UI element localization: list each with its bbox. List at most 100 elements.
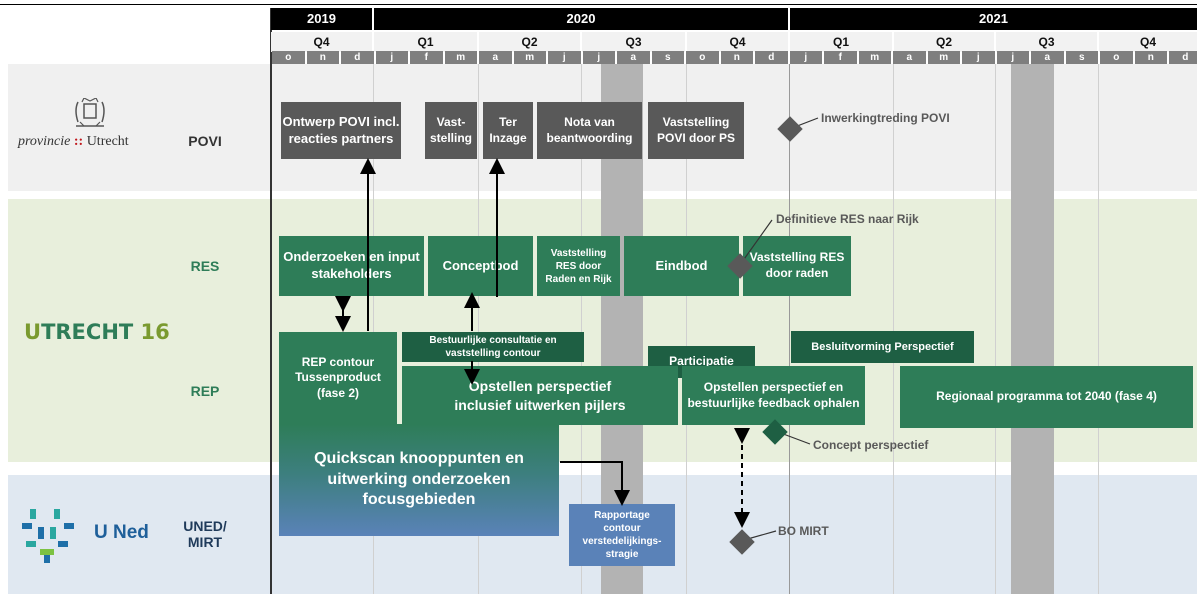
month-cell: m	[858, 51, 891, 64]
quarter-q4-2020: Q4	[687, 32, 788, 52]
uned-label-line2: MIRT	[187, 534, 223, 550]
res-onderzoeken-box-line: Onderzoeken en input	[283, 249, 420, 265]
quarter-q1-2021: Q1	[790, 32, 892, 52]
month-cell: f	[824, 51, 857, 64]
month-cell: n	[306, 51, 339, 64]
rep-opstellen-feedback-box-line: Opstellen perspectief en	[703, 379, 844, 394]
utrecht16-number: 16	[140, 320, 170, 344]
rep-row-label: REP	[190, 383, 220, 399]
utrecht16-logo: UTRECHT 16	[24, 320, 170, 344]
rep-contour-box-line: REP contour	[301, 354, 375, 369]
uned-quickscan-line: focusgebieden	[362, 491, 476, 509]
q1-2020-line	[373, 64, 374, 594]
month-cell: o	[272, 51, 305, 64]
month-cell: a	[1031, 51, 1064, 64]
povi-ter-inzage-box-line: Ter	[499, 114, 517, 129]
month-cell: m	[513, 51, 546, 64]
year-2020: 2020	[374, 8, 788, 30]
milestone-bo-mirt-label: BO MIRT	[778, 524, 829, 538]
month-cell: a	[479, 51, 512, 64]
povi-nota-box-line: beantwoording	[546, 130, 633, 145]
povi-vaststelling-box: Vast-stelling	[425, 102, 477, 159]
uned-rapportage-box-line: Rapportage	[594, 510, 650, 521]
month-cell: m	[444, 51, 477, 64]
month-cell: s	[651, 51, 684, 64]
res-conceptbod-box-line: Conceptbod	[442, 257, 519, 273]
uned-label-line1: UNED/	[183, 518, 227, 534]
month-cell: f	[410, 51, 443, 64]
povi-org-sep: ::	[73, 134, 84, 149]
month-cell: d	[341, 51, 374, 64]
povi-vaststelling-box-line: Vast-	[436, 114, 466, 129]
povi-ontwerp-box-line: reacties partners	[288, 130, 394, 146]
month-cell: s	[1065, 51, 1098, 64]
q1-2021-line	[789, 64, 790, 594]
povi-org-name2: Utrecht	[86, 134, 129, 149]
uned-quickscan-box: Quickscan knooppunten en uitwerking onder…	[279, 424, 559, 536]
rep-participatie-box-line: Participatie	[669, 354, 734, 369]
month-cell: n	[1134, 51, 1167, 64]
year-2019: 2019	[271, 8, 372, 30]
month-cell: a	[617, 51, 650, 64]
rep-contour-box-line: Tussenproduct	[295, 370, 381, 385]
povi-row-label: POVI	[188, 133, 222, 149]
quarter-q4-2021: Q4	[1099, 32, 1197, 52]
crest-icon	[75, 98, 105, 127]
month-cell: m	[927, 51, 960, 64]
uned-rapportage-box-line: contour	[603, 523, 641, 534]
quarter-q1-2020: Q1	[374, 32, 477, 52]
rep-regionaal-box: Regionaal programma tot 2040 (fase 4)	[900, 366, 1193, 428]
res-vaststelling-raden-box-line: door raden	[765, 266, 829, 280]
rep-opstellen-feedback-box-line: bestuurlijke feedback ophalen	[687, 395, 860, 410]
povi-nota-box-line: Nota van	[564, 114, 615, 129]
q3-2021-line	[995, 64, 996, 594]
month-cell: j	[996, 51, 1029, 64]
month-cell: j	[548, 51, 581, 64]
rep-opstellen-box-line: inclusief uitwerken pijlers	[454, 396, 626, 413]
utrecht16-trecht: TRECHT	[41, 320, 134, 344]
q2-2020-line	[478, 64, 479, 594]
milestone-inwerkingtreding-label: Inwerkingtreding POVI	[821, 111, 950, 125]
rep-opstellen-box-line: Opstellen perspectief	[468, 378, 612, 395]
uned-org-name: U Ned	[94, 522, 149, 543]
povi-ontwerp-box: Ontwerp POVI incl.reacties partners	[281, 102, 401, 159]
res-onderzoeken-box-line: stakeholders	[311, 266, 392, 281]
res-vaststelling-raden-rijk-box-line: Vaststelling	[550, 247, 607, 259]
quarter-q4-2019: Q4	[271, 32, 372, 52]
rep-contour-box-line: (fase 2)	[316, 385, 360, 400]
res-row-label: RES	[190, 258, 220, 274]
povi-org-name: provincie	[18, 134, 71, 149]
milestone-concept-perspectief-label: Concept perspectief	[813, 438, 929, 452]
q4-2021-line	[1098, 64, 1099, 594]
quarter-q3-2020: Q3	[582, 32, 685, 52]
uned-rapportage-box-line: stragie	[605, 549, 639, 560]
month-cell: j	[789, 51, 822, 64]
quarter-q2-2021: Q2	[894, 32, 994, 52]
povi-ontwerp-box-line: Ontwerp POVI incl.	[282, 113, 400, 129]
quarter-q2-2020: Q2	[479, 32, 580, 52]
rep-consultatie-box-line: Bestuurlijke consultatie en	[429, 335, 557, 346]
top-rule	[0, 4, 1197, 5]
rep-besluitvorming-box: Besluitvorming Perspectief	[791, 331, 974, 363]
rep-besluitvorming-box-line: Besluitvorming Perspectief	[811, 340, 954, 353]
month-cell: j	[962, 51, 995, 64]
res-conceptbod-box: Conceptbod	[428, 236, 533, 296]
q3-2020-line	[581, 64, 582, 594]
quarter-q3-2021: Q3	[996, 32, 1097, 52]
rep-regionaal-box-line: Regionaal programma tot 2040 (fase 4)	[936, 389, 1157, 404]
month-cell: n	[720, 51, 753, 64]
uned-quickscan-line: uitwerking onderzoeken	[327, 470, 511, 488]
res-eindbod-box-line: Eindbod	[655, 257, 708, 273]
res-eindbod-box: Eindbod	[624, 236, 739, 296]
uned-quickscan-line: Quickscan knooppunten en	[314, 449, 524, 467]
year-2021: 2021	[790, 8, 1197, 30]
month-cell: d	[755, 51, 788, 64]
